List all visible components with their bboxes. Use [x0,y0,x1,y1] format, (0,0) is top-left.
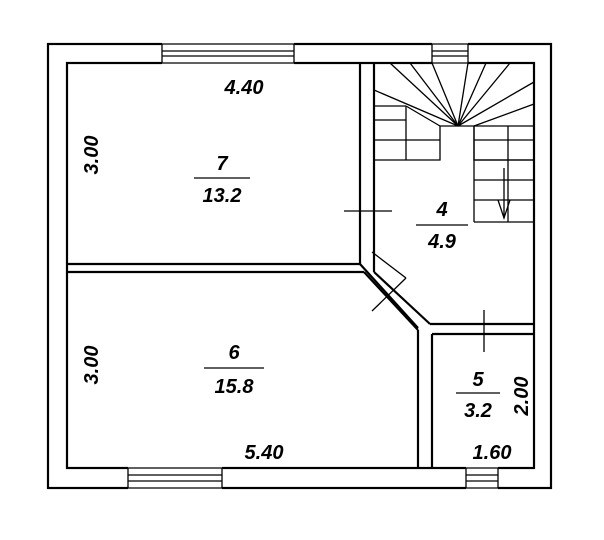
window-top-stair [431,42,469,66]
room-4-area: 4.9 [427,231,457,253]
room-6-area: 15.8 [215,376,255,398]
outer-walls [46,42,553,490]
window-top [161,42,295,66]
room-5-height: 2.00 [511,377,533,417]
room-7-height: 3.00 [81,136,103,175]
room-4: 4 4.9 [416,199,468,253]
room-7: 4.40 3.00 7 13.2 [81,77,263,207]
room-5: 5 3.2 2.00 1.60 [456,369,533,464]
room-6-number: 6 [228,342,240,364]
room-7-area: 13.2 [203,185,242,207]
interior-walls [67,63,534,468]
staircase [373,62,535,223]
room-5-area: 3.2 [464,400,492,422]
room-7-number: 7 [216,153,228,175]
room-6: 3.00 6 15.8 5.40 [81,342,283,464]
room-5-width: 1.60 [473,442,512,464]
room-4-number: 4 [435,199,447,221]
door-marks [344,210,485,352]
window-bottom-small [465,466,499,490]
room-7-width: 4.40 [224,77,264,99]
room-5-number: 5 [472,369,484,391]
room-6-height: 3.00 [81,346,103,385]
window-bottom [127,466,223,490]
room-6-width: 5.40 [245,442,284,464]
